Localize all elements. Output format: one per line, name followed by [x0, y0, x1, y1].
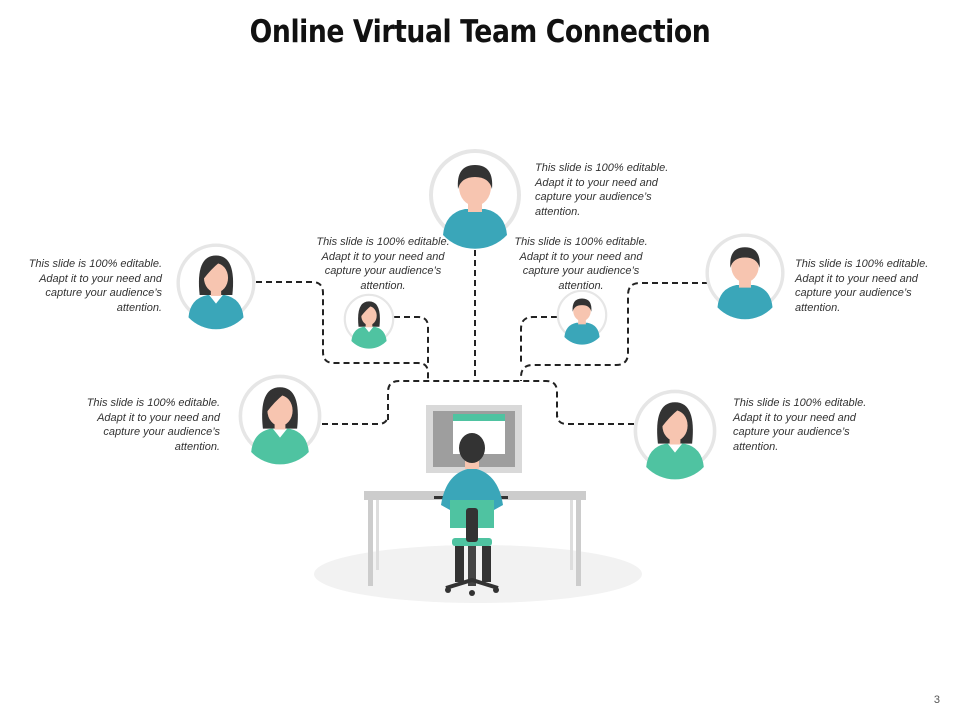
caption-lower-right: This slide is 100% editable. Adapt it to… — [733, 397, 867, 453]
avatar-inner-right — [556, 289, 608, 346]
slide-title: Online Virtual Team Connection — [249, 14, 711, 50]
caption-top-center: This slide is 100% editable. Adapt it to… — [535, 162, 669, 218]
avatar-upper-left — [176, 243, 256, 331]
caption-inner-right: This slide is 100% editable. Adapt it to… — [514, 236, 648, 292]
caption-lower-left: This slide is 100% editable. Adapt it to… — [86, 397, 220, 453]
connector-lower-right — [556, 413, 634, 425]
connector-hub — [387, 380, 558, 420]
connector-lower-left — [322, 413, 389, 425]
floor-shadow — [314, 545, 642, 603]
avatar-inner-left — [343, 293, 395, 350]
connector-inner-right — [520, 316, 557, 365]
connector-upper-left — [256, 281, 429, 381]
caption-upper-right: This slide is 100% editable. Adapt it to… — [795, 258, 929, 314]
caption-inner-left: This slide is 100% editable. Adapt it to… — [316, 236, 450, 292]
avatar-upper-right — [705, 233, 785, 321]
workstation-illustration — [314, 405, 642, 603]
connector-upper-right — [520, 282, 708, 381]
caption-upper-left: This slide is 100% editable. Adapt it to… — [28, 258, 162, 314]
avatar-lower-left — [238, 374, 322, 467]
page-number: 3 — [933, 694, 940, 706]
avatar-lower-right — [633, 389, 717, 482]
connector-inner-left — [394, 316, 429, 363]
